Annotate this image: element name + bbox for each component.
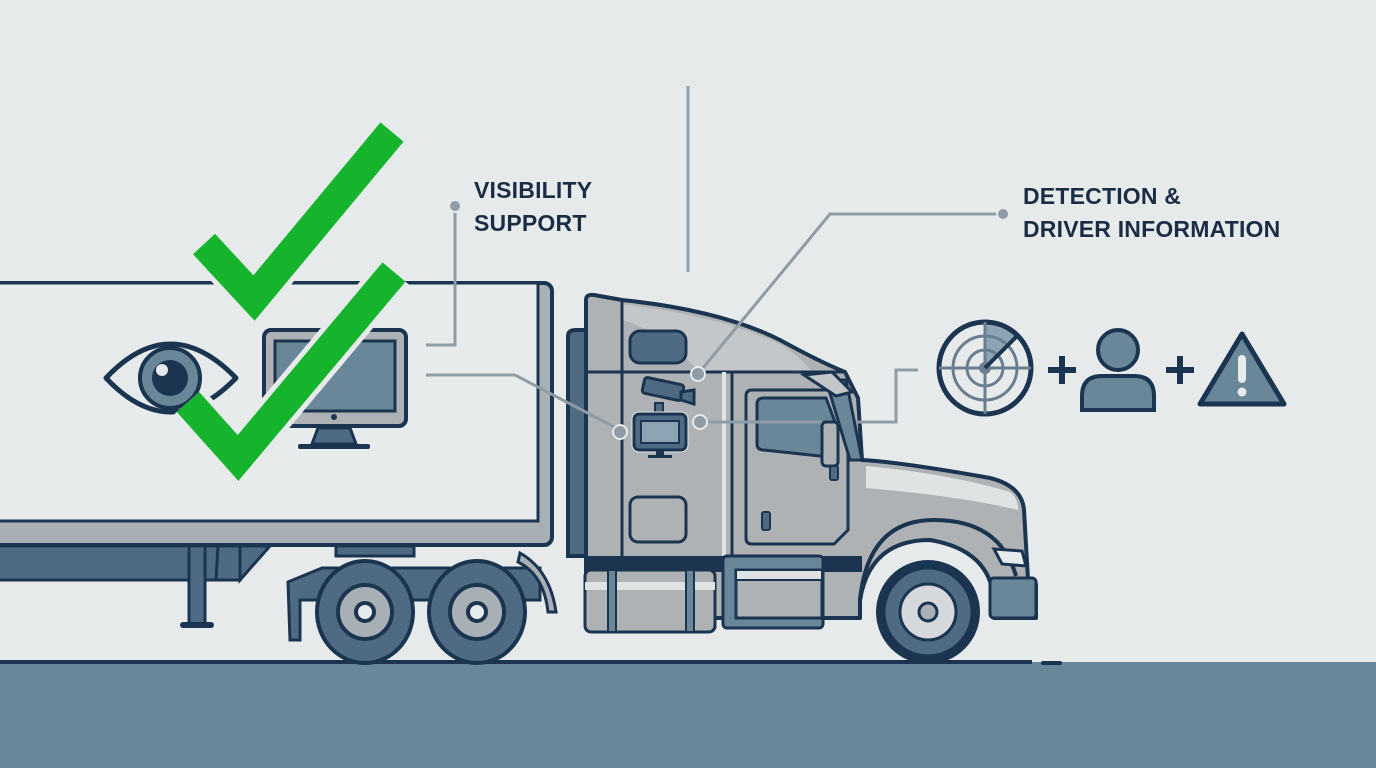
callout-lines [426, 206, 1003, 432]
rear-wheel-1 [315, 559, 415, 665]
ground [0, 660, 1376, 768]
camera-icon [640, 376, 696, 416]
visibility-support-label: Visibility Support [474, 174, 592, 240]
callout-dots [448, 199, 1010, 440]
detection-driver-info-label: Detection & Driver Information [1023, 180, 1280, 246]
monitor-icon [631, 411, 689, 458]
radar-icon [936, 319, 1034, 417]
camera-monitor-unit [631, 376, 696, 458]
visibility-label-line1: Visibility [474, 177, 593, 203]
plus-icon [1166, 356, 1194, 384]
rear-wheel-2 [427, 559, 527, 665]
check-icon-top [189, 119, 408, 329]
plus-icon [1048, 356, 1076, 384]
visibility-label-line2: Support [474, 210, 587, 236]
check-icon-bottom [173, 259, 410, 489]
warning-icon [1197, 331, 1287, 407]
detection-label-line1: Detection & [1023, 183, 1182, 209]
person-icon [1080, 328, 1156, 412]
front-wheel [876, 560, 980, 664]
detection-label-line2: Driver Information [1023, 216, 1281, 242]
eye-icon [103, 341, 239, 415]
